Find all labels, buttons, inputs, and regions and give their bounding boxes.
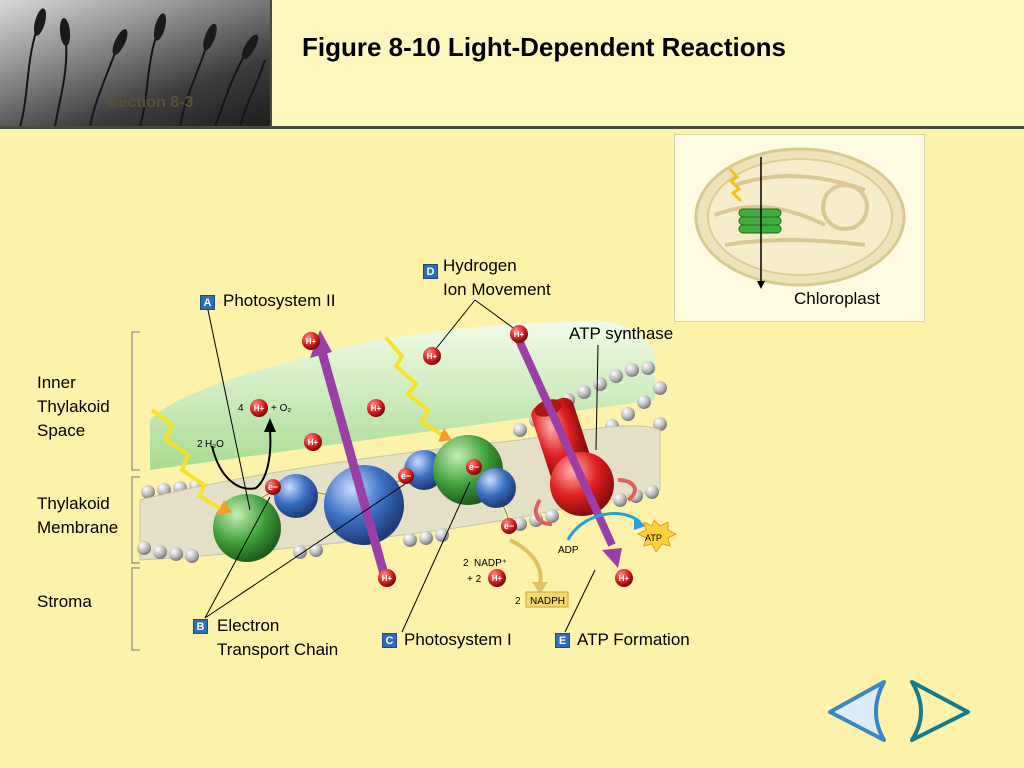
stroma-label: Stroma xyxy=(37,592,92,611)
h-ion-7 xyxy=(378,569,396,587)
svg-text:H+: H+ xyxy=(371,404,382,413)
inner-space-label-1: Inner xyxy=(37,373,76,392)
h-ion-labels: H+ H+ H+ H+ H+ H+ H+ H+ H+ xyxy=(254,330,630,583)
rotation-arrow-left xyxy=(533,498,553,527)
inner-space-label-2: Thylakoid xyxy=(37,397,110,416)
chloroplast-inset xyxy=(674,134,925,322)
oxygen-label: + O₂ xyxy=(271,403,291,414)
electron-4 xyxy=(501,518,517,534)
back-arrow-icon xyxy=(828,680,886,742)
svg-text:H+: H+ xyxy=(308,438,319,447)
electron-1 xyxy=(265,479,281,495)
svg-text:e−: e− xyxy=(268,482,278,492)
svg-text:H+: H+ xyxy=(492,574,503,583)
plus-two-label: + 2 xyxy=(467,574,482,585)
h-ion-9 xyxy=(615,569,633,587)
section-label: Section 8-3 xyxy=(108,94,194,111)
svg-text:e−: e− xyxy=(504,521,514,531)
callout-c-badge[interactable]: C xyxy=(382,633,397,648)
callout-d-badge[interactable]: D xyxy=(423,264,438,279)
adp-label: ADP xyxy=(558,545,579,556)
rotation-arrow-right xyxy=(617,478,637,502)
adp-atp-arrowhead xyxy=(634,516,646,530)
atp-label: ATP xyxy=(645,533,662,543)
electron-3 xyxy=(466,459,482,475)
h-ions xyxy=(250,325,633,587)
svg-text:H+: H+ xyxy=(619,574,630,583)
four-label: 4 xyxy=(238,403,244,414)
water-split-arrowhead xyxy=(264,418,276,432)
light-arrowhead-2 xyxy=(438,428,452,442)
h-ion-4 xyxy=(250,399,268,417)
callout-b-label-2: Transport Chain xyxy=(217,640,339,659)
svg-text:H+: H+ xyxy=(254,404,265,413)
chloroplast-illustration xyxy=(694,147,906,289)
nadph-label: NADPH xyxy=(530,596,565,607)
electron-2 xyxy=(398,468,414,484)
forward-arrow-icon xyxy=(910,680,970,742)
callout-a-badge[interactable]: A xyxy=(200,295,215,310)
nadph-arrow xyxy=(509,538,543,586)
water-split-arrow xyxy=(211,429,272,490)
molecule-labels: 2 H₂O 4 + O₂ 2 NADP⁺ + 2 2 NADPH ADP ATP xyxy=(197,403,662,607)
svg-text:e−: e− xyxy=(469,462,479,472)
proton-paths xyxy=(310,330,622,576)
callout-b-label-1: Electron xyxy=(217,616,280,635)
leader-lines xyxy=(204,299,599,633)
svg-text:H+: H+ xyxy=(382,574,393,583)
header-rule xyxy=(0,126,1024,129)
h-ion-5 xyxy=(367,399,385,417)
wheat-silhouette xyxy=(19,8,266,127)
callout-e-badge[interactable]: E xyxy=(555,633,570,648)
atp-synthase-label: ATP synthase xyxy=(569,324,674,343)
callout-b-badge[interactable]: B xyxy=(193,619,208,634)
membrane-label-1: Thylakoid xyxy=(37,494,110,513)
atp-burst xyxy=(636,519,678,553)
inset-grana xyxy=(738,208,782,234)
callout-d-label-2: Ion Movement xyxy=(443,280,551,299)
region-brackets xyxy=(131,331,140,651)
electron-labels: e− e− e− e− xyxy=(268,462,514,531)
light-arrowhead-1 xyxy=(216,500,232,516)
chloroplast-label: Chloroplast xyxy=(794,289,880,308)
h-ion-8 xyxy=(488,569,506,587)
electrons xyxy=(265,459,517,534)
callout-a-label: Photosystem II xyxy=(223,291,336,310)
callout-d-label-1: Hydrogen xyxy=(443,256,517,275)
h-ion-1 xyxy=(302,332,320,350)
svg-text:H+: H+ xyxy=(427,352,438,361)
svg-text:H+: H+ xyxy=(514,330,525,339)
nadp-coef: 2 xyxy=(463,558,469,569)
water-label: H₂O xyxy=(205,439,224,450)
wheat-photo: Section 8-3 xyxy=(0,0,270,127)
plastoquinone xyxy=(274,474,318,518)
adp-atp-arrow xyxy=(566,512,641,541)
ferredoxin xyxy=(476,468,516,508)
inner-space-label-3: Space xyxy=(37,421,86,440)
svg-text:H+: H+ xyxy=(306,337,317,346)
water-coef: 2 xyxy=(197,439,203,450)
page-title: Figure 8-10 Light-Dependent Reactions xyxy=(302,32,786,62)
forward-button[interactable] xyxy=(908,678,972,742)
callout-e-label: ATP Formation xyxy=(577,630,690,649)
back-button[interactable] xyxy=(824,678,888,742)
nadph-box xyxy=(525,591,569,608)
nadp-label: NADP⁺ xyxy=(474,558,507,569)
nadph-arrowhead xyxy=(532,582,548,594)
h-ion-2 xyxy=(423,347,441,365)
callout-c-label: Photosystem I xyxy=(404,630,512,649)
membrane-label-2: Membrane xyxy=(37,518,119,537)
plastocyanin xyxy=(404,450,444,490)
h-ion-3 xyxy=(510,325,528,343)
light-arrows xyxy=(150,336,446,512)
h-ion-6 xyxy=(304,433,322,451)
nadph-coef: 2 xyxy=(515,596,521,607)
header-divider xyxy=(270,0,272,127)
svg-text:e−: e− xyxy=(401,471,411,481)
